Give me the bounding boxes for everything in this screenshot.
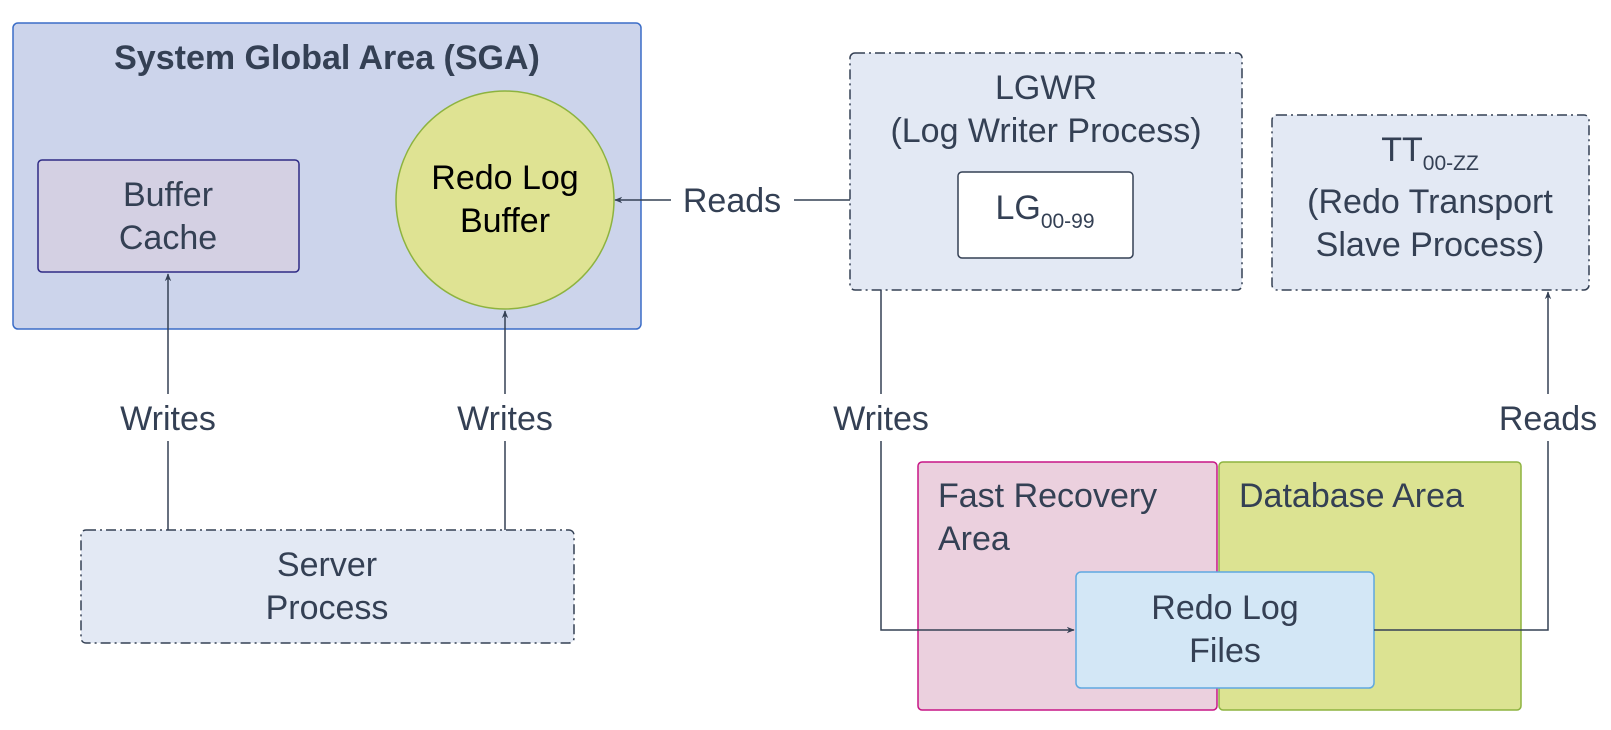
tt-node: TT00-ZZ (Redo Transport Slave Process) xyxy=(1271,114,1590,291)
tt-subscript: 00-ZZ xyxy=(1423,152,1479,175)
redo-log-buffer-label-line2: Buffer xyxy=(460,202,550,240)
buffer-cache-label-line1: Buffer xyxy=(123,176,213,214)
edge-label-reads-tt: Reads xyxy=(1499,400,1597,438)
tt-label-line3: Slave Process) xyxy=(1316,226,1545,264)
fast-recovery-area-label-line1: Fast Recovery xyxy=(938,477,1157,515)
lg-subprocess-subscript: 00-99 xyxy=(1041,210,1095,233)
edge-label-reads-lgwr: Reads xyxy=(683,182,781,220)
server-process-node: Server Process xyxy=(80,529,575,644)
tt-label-line1: TT00-ZZ xyxy=(1381,131,1479,175)
buffer-cache-label-line2: Cache xyxy=(119,219,217,257)
redo-log-files-label-line1: Redo Log xyxy=(1151,589,1298,627)
lg-subprocess-main: LG xyxy=(995,189,1040,227)
database-area-label: Database Area xyxy=(1239,477,1464,515)
edge-tt-reads-redo-files: Reads xyxy=(1374,291,1597,631)
sga-title: System Global Area (SGA) xyxy=(114,39,540,77)
lg-subprocess-box xyxy=(957,171,1134,259)
edge-server-writes-redo-buffer: Writes xyxy=(457,310,553,530)
lgwr-label-line2: (Log Writer Process) xyxy=(890,112,1201,150)
redo-log-buffer-node: Redo Log Buffer xyxy=(395,90,615,310)
edge-label-writes-lgwr-files: Writes xyxy=(833,400,929,438)
buffer-cache-box xyxy=(37,159,300,273)
lgwr-node: LGWR (Log Writer Process) LG00-99 xyxy=(849,52,1243,291)
edge-label-writes-redo-buffer: Writes xyxy=(457,400,553,438)
redo-log-buffer-label-line1: Redo Log xyxy=(431,159,578,197)
buffer-cache-node: Buffer Cache xyxy=(37,159,300,273)
server-process-label-line2: Process xyxy=(266,589,389,627)
fast-recovery-area-label-line2: Area xyxy=(938,520,1010,558)
lgwr-label-line1: LGWR xyxy=(995,69,1097,107)
lg-subprocess-label: LG00-99 xyxy=(995,189,1094,233)
server-process-label-line1: Server xyxy=(277,546,377,584)
tt-label-line2: (Redo Transport xyxy=(1307,183,1553,221)
redo-log-buffer-circle xyxy=(395,90,615,310)
redo-log-files-label-line2: Files xyxy=(1189,632,1261,670)
tt-box xyxy=(1271,114,1590,291)
edge-label-writes-buffer-cache: Writes xyxy=(120,400,216,438)
server-process-box xyxy=(80,529,575,644)
edge-server-writes-buffer-cache: Writes xyxy=(120,273,216,530)
tt-main: TT xyxy=(1381,131,1423,169)
edge-lgwr-writes-redo-files: Writes xyxy=(833,290,1075,634)
edge-lgwr-reads-redo-buffer: Reads xyxy=(614,182,850,220)
redo-log-files-node: Redo Log Files xyxy=(1075,571,1375,689)
